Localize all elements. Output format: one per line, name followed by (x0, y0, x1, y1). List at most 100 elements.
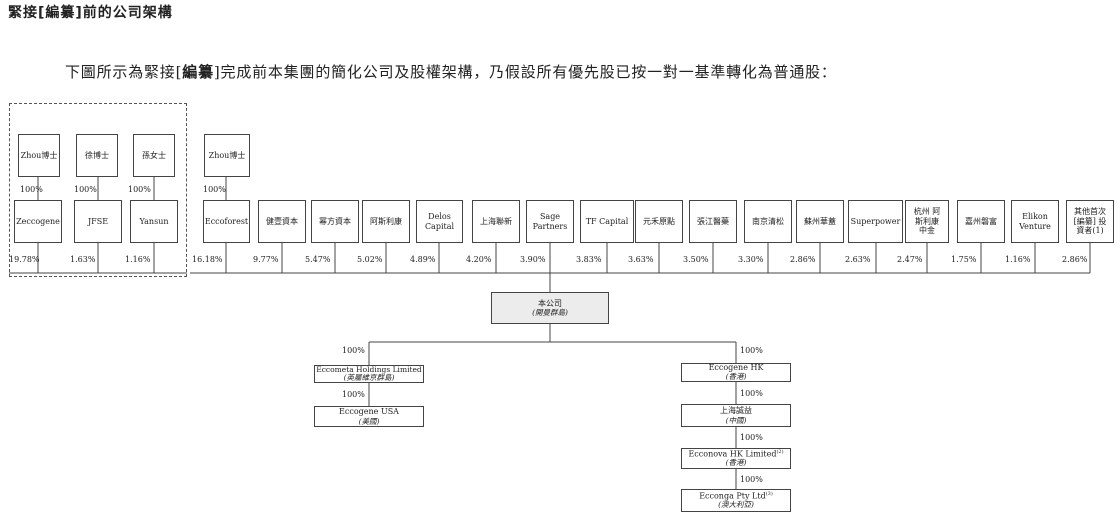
page-title: 緊接[編纂]前的公司架構 (8, 5, 173, 21)
shareholder-box: 上海聯新 (472, 200, 520, 243)
intro-paragraph: 下圖所示為緊接[編纂]完成前本集團的簡化公司及股權架構，乃假設所有優先股已按一對… (65, 61, 837, 82)
subsidiary-pct: 100% (740, 389, 763, 398)
shareholder-name: JFSE (87, 216, 109, 226)
owner-box-sun: 孫女士 (133, 134, 175, 177)
subsidiary-pct: 100% (342, 346, 365, 355)
subsidiary-name: Ecconova HK Limited (688, 449, 777, 459)
shareholder-box: Zeccogene (14, 200, 62, 243)
shareholder-pct: 3.50% (683, 255, 709, 264)
owner-name: Zhou博士 (20, 150, 58, 160)
owner-pct: 100% (203, 185, 226, 194)
shareholder-pct: 2.86% (1062, 255, 1088, 264)
shareholder-name: Elikon Venture (1019, 211, 1051, 231)
subsidiary-pct: 100% (740, 475, 763, 484)
shareholder-box: TF Capital (580, 200, 634, 243)
subsidiary-name: Eccometa Holdings Limited (316, 365, 422, 375)
shareholder-pct: 1.63% (70, 255, 96, 264)
subsidiary-box-eccogene-hk: Eccogene HK (香港) (681, 363, 791, 382)
shareholder-box: Superpower (848, 200, 903, 243)
owner-pct: 100% (20, 185, 43, 194)
shareholder-box: 杭州 阿斯利康 中金 (905, 200, 949, 243)
shareholder-pct: 3.83% (576, 255, 602, 264)
subsidiary-pct: 100% (740, 346, 763, 355)
shareholder-name: 元禾原點 (643, 216, 675, 226)
subsidiary-name: Eccogene USA (339, 407, 399, 417)
shareholder-name: 幂方資本 (319, 216, 351, 226)
shareholder-name: Yansun (139, 216, 169, 226)
company-jurisdiction: (開曼群島) (532, 308, 568, 318)
shareholder-box: 蘇州華蓋 (796, 200, 844, 243)
shareholder-pct: 4.89% (410, 255, 436, 264)
owner-pct: 100% (128, 185, 151, 194)
shareholder-box: Eccoforest (203, 200, 250, 243)
subsidiary-pct: 100% (342, 390, 365, 399)
company-name: 本公司 (538, 298, 562, 308)
subsidiary-jurisdiction: (香港) (725, 371, 747, 381)
subsidiary-name: Ecconga Pty Ltd (699, 491, 766, 501)
shareholder-box-other-investors: 其他首次 [編纂] 投資者(1) (1066, 200, 1114, 243)
footnote-mark: (2) (776, 449, 784, 456)
shareholder-name: TF Capital (585, 216, 629, 226)
owner-name: 孫女士 (142, 150, 166, 160)
shareholder-name: 蘇州華蓋 (804, 216, 836, 226)
subsidiary-box-ecconova: Ecconova HK Limited(2) (香港) (681, 448, 791, 469)
subsidiary-jurisdiction: (香港) (725, 458, 747, 468)
subsidiary-box-eccogene-usa: Eccogene USA (美國) (314, 406, 424, 427)
shareholder-pct: 1.16% (125, 255, 151, 264)
intro-before: 下圖所示為緊接[ (65, 63, 183, 81)
shareholder-pct: 2.47% (897, 255, 923, 264)
shareholder-box: JFSE (74, 200, 122, 243)
shareholder-name: 其他首次 [編纂] 投資者(1) (1073, 207, 1107, 236)
shareholder-name: Delos Capital (424, 211, 455, 231)
subsidiary-box-ecconga: Ecconga Pty Ltd(3) (澳大利亞) (681, 489, 791, 512)
owner-pct: 100% (74, 185, 97, 194)
shareholder-box: 元禾原點 (635, 200, 683, 243)
subsidiary-name: Eccogene HK (708, 363, 764, 373)
shareholder-box: 南京清松 (744, 200, 792, 243)
shareholder-box: 阿斯利康 (362, 200, 410, 243)
subsidiary-name-wrap: Ecconova HK Limited(2) (688, 449, 784, 459)
shareholder-name: 阿斯利康 (370, 216, 402, 226)
subsidiary-name: 上海誠益 (720, 406, 752, 416)
shareholder-name: Eccoforest (204, 216, 249, 226)
shareholder-name: Superpower (850, 216, 901, 226)
shareholder-pct: 3.30% (738, 255, 764, 264)
owner-name: 徐博士 (85, 150, 109, 160)
subsidiary-jurisdiction: (美國) (358, 416, 380, 426)
shareholder-name: Zeccogene (16, 216, 60, 226)
subsidiary-jurisdiction: (澳大利亞) (718, 500, 754, 510)
shareholder-pct: 1.75% (951, 255, 977, 264)
subsidiary-jurisdiction: (中國) (725, 415, 747, 425)
shareholder-box: Yansun (130, 200, 178, 243)
shareholder-pct: 1.16% (1005, 255, 1031, 264)
shareholder-box: Sage Partners (526, 200, 574, 243)
shareholder-name: 健壹資本 (266, 216, 298, 226)
shareholder-pct: 3.90% (520, 255, 546, 264)
owner-box-zhou-1: Zhou博士 (18, 134, 60, 177)
shareholder-box: Delos Capital (416, 200, 463, 243)
owner-box-zhou-2: Zhou博士 (204, 134, 250, 177)
shareholder-pct: 2.63% (845, 255, 871, 264)
shareholder-box: 幂方資本 (311, 200, 359, 243)
shareholder-name: 張江醫藥 (697, 216, 729, 226)
shareholder-pct: 16.18% (192, 255, 223, 264)
owner-name: Zhou博士 (208, 150, 246, 160)
shareholder-pct: 5.02% (357, 255, 383, 264)
founder-group-outline (9, 103, 187, 277)
shareholder-name: 嘉州磐富 (965, 216, 997, 226)
shareholder-pct: 19.78% (9, 255, 40, 264)
shareholder-pct: 2.86% (790, 255, 816, 264)
subsidiary-name-wrap: Ecconga Pty Ltd(3) (699, 491, 773, 501)
subsidiary-pct: 100% (740, 433, 763, 442)
shareholder-pct: 5.47% (305, 255, 331, 264)
subsidiary-box-eccometa: Eccometa Holdings Limited (英屬維京群島) (314, 365, 424, 383)
shareholder-name: 南京清松 (752, 216, 784, 226)
shareholder-pct: 4.20% (466, 255, 492, 264)
owner-box-xu: 徐博士 (76, 134, 118, 177)
subsidiary-box-shanghai: 上海誠益 (中國) (681, 404, 791, 427)
shareholder-name: 杭州 阿斯利康 中金 (913, 207, 941, 236)
intro-after: ]完成前本集團的簡化公司及股權架構，乃假設所有優先股已按一對一基準轉化為普通股： (213, 63, 837, 81)
shareholder-pct: 3.63% (628, 255, 654, 264)
subsidiary-jurisdiction: (英屬維京群島) (343, 373, 395, 382)
